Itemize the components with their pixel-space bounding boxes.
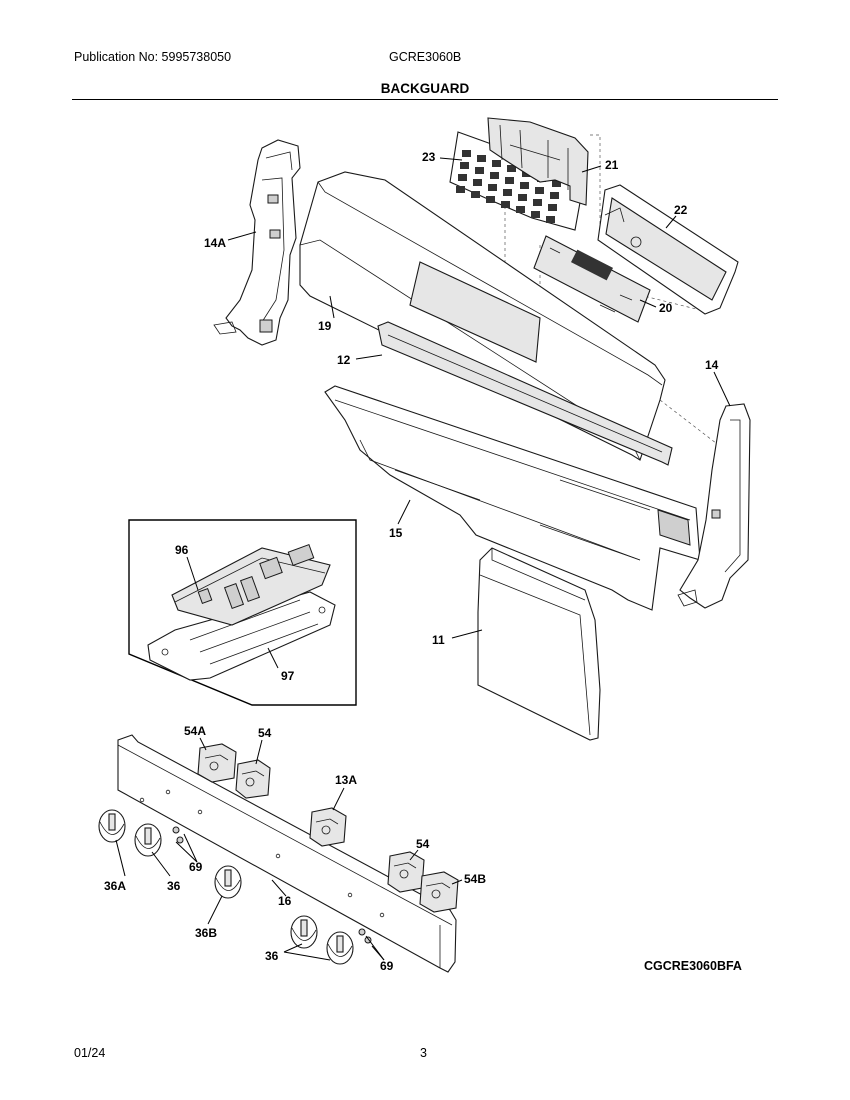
mounting-hole [379, 912, 385, 918]
callout-labels: 14A 23 21 22 20 19 12 14 15 96 97 11 54A… [104, 150, 719, 973]
leader-lines [115, 157, 731, 961]
callout-54-lower: 54 [416, 837, 430, 851]
keypad-key [518, 194, 527, 201]
control-knob [214, 865, 242, 899]
mounting-hole [197, 809, 203, 815]
infinite-switch-54a [197, 743, 237, 783]
callout-23: 23 [422, 150, 436, 164]
control-knob [290, 915, 318, 949]
part-16-control-panel [117, 734, 457, 973]
callout-36-lower: 36 [265, 949, 279, 963]
screw [172, 826, 180, 834]
part-14a-side-bracket [213, 139, 301, 346]
callout-13a: 13A [335, 773, 357, 787]
figure-code: CGCRE3060BFA [644, 959, 742, 973]
callout-54b: 54B [464, 872, 486, 886]
keypad-key [503, 189, 512, 196]
control-knob [98, 809, 126, 843]
keypad-key [492, 160, 501, 167]
callout-22: 22 [674, 203, 688, 217]
callout-54a: 54A [184, 724, 206, 738]
part-12-trim [377, 321, 673, 466]
keypad-key [462, 150, 471, 157]
keypad-key [550, 192, 559, 199]
callout-14a: 14A [204, 236, 226, 250]
part-14-side-bracket [677, 403, 751, 609]
inset-box [128, 519, 357, 706]
screw [176, 836, 184, 844]
keypad-key [475, 167, 484, 174]
keypad-key [486, 196, 495, 203]
footer-date: 01/24 [74, 1046, 106, 1060]
callout-15: 15 [389, 526, 403, 540]
infinite-switch-54-lower [387, 851, 425, 893]
keypad-key [488, 184, 497, 191]
keypad-key [505, 177, 514, 184]
callout-21: 21 [605, 158, 619, 172]
part-96-power-board [171, 544, 331, 626]
keypad-key [501, 201, 510, 208]
callout-36b: 36B [195, 926, 217, 940]
keypad-key [471, 191, 480, 198]
part-20-control-board [533, 235, 651, 323]
keypad-key [460, 162, 469, 169]
callout-12: 12 [337, 353, 351, 367]
callout-14: 14 [705, 358, 719, 372]
callout-36-upper: 36 [167, 879, 181, 893]
screw [358, 928, 366, 936]
keypad-key [473, 179, 482, 186]
keypad-key [458, 174, 467, 181]
part-21-control-housing [487, 117, 589, 206]
screw-group [172, 826, 372, 944]
keypad-key [546, 216, 555, 223]
keypad-key [456, 186, 465, 193]
callout-11: 11 [432, 633, 445, 647]
infinite-switch-54b [419, 871, 459, 913]
header-divider [72, 99, 778, 100]
keypad-key [520, 182, 529, 189]
model-number: GCRE3060B [389, 50, 462, 64]
page-title: BACKGUARD [380, 81, 470, 96]
keypad-key [552, 180, 561, 187]
part-22-board-cover [597, 184, 739, 315]
publication-number: Publication No: 5995738050 [74, 50, 232, 64]
part-19-console-panel [299, 171, 666, 461]
mounting-hole [347, 892, 353, 898]
screw [364, 936, 372, 944]
callout-69-lower: 69 [380, 959, 394, 973]
part-11-insulation-panel [477, 547, 601, 741]
infinite-switch-54-upper [235, 759, 271, 799]
callout-20: 20 [659, 301, 673, 315]
callout-96: 96 [175, 543, 189, 557]
keypad-key [535, 187, 544, 194]
callout-69-upper: 69 [189, 860, 203, 874]
mounting-hole [139, 797, 145, 803]
page-number: 3 [420, 1046, 427, 1060]
part-15-mounting-frame [324, 385, 701, 611]
keypad-key [490, 172, 499, 179]
infinite-switch-13a [309, 807, 347, 847]
keypad-key [477, 155, 486, 162]
knob-group [98, 809, 354, 965]
keypad-key [548, 204, 557, 211]
mounting-hole [165, 789, 171, 795]
keypad-key [531, 211, 540, 218]
keypad-key [533, 199, 542, 206]
callout-36a: 36A [104, 879, 126, 893]
callout-16: 16 [278, 894, 292, 908]
mounting-hole [275, 853, 281, 859]
control-knob [326, 931, 354, 965]
callout-19: 19 [318, 319, 332, 333]
callout-97: 97 [281, 669, 295, 683]
keypad-key [516, 206, 525, 213]
callout-54-upper: 54 [258, 726, 272, 740]
keypad-key [507, 165, 516, 172]
control-knob [134, 823, 162, 857]
